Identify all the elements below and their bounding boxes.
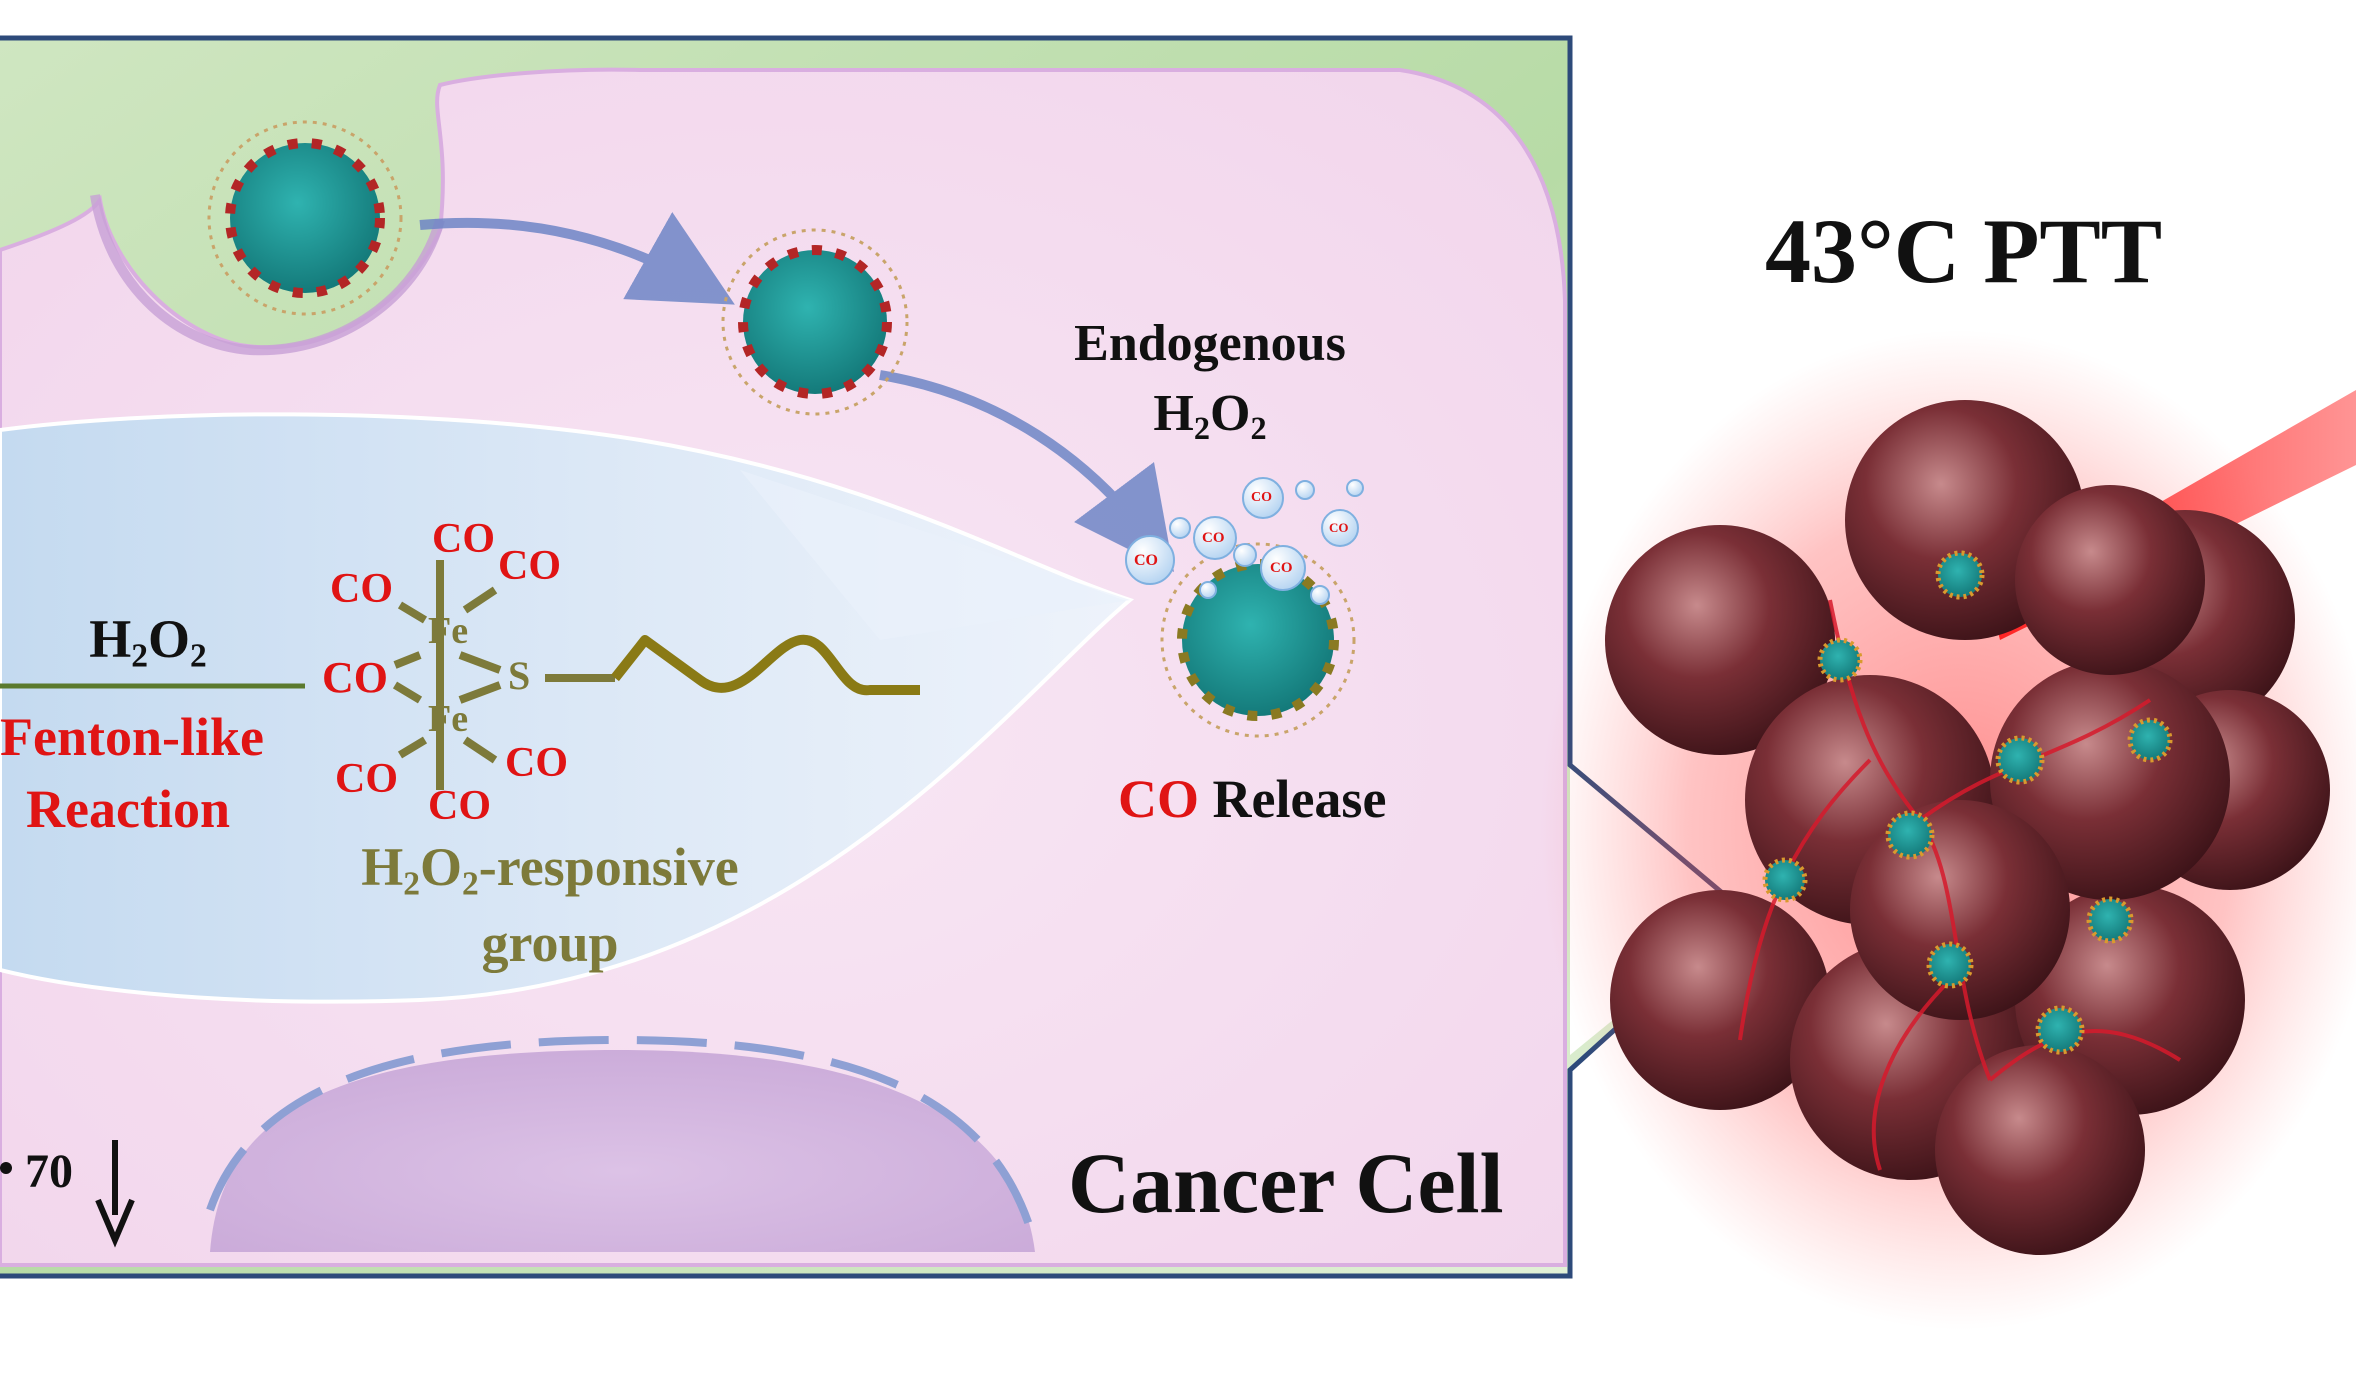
tumor-nanoparticles (1762, 550, 2173, 1055)
co-ligand-bottom: CO (428, 783, 491, 829)
co-ligand-lower-left: CO (335, 756, 398, 802)
formula-sub: 2 (462, 865, 479, 903)
reaction-h2o2-formula: H2O2 (89, 612, 207, 673)
endogenous-label: Endogenous (1074, 315, 1346, 372)
responsive-group-label: group (481, 913, 619, 973)
zoom-cone (740, 470, 1130, 640)
bubble-co-2: CO (1202, 530, 1225, 546)
responsive-group-formula: H2O2-responsive (361, 840, 739, 901)
formula-sub: 2 (1193, 410, 1210, 447)
fe-atom-top: Fe (428, 610, 469, 652)
ptt-title: 43°C PTT (1765, 200, 2163, 302)
cancer-cell-label: Cancer Cell (1068, 1135, 1504, 1231)
formula-h: H (1153, 385, 1194, 442)
bubble-co-5: CO (1329, 520, 1349, 535)
arrow-release (879, 370, 1175, 572)
formula-h: H (89, 609, 132, 669)
formula-sub: 2 (403, 865, 420, 903)
bubble-co-3: CO (1251, 490, 1272, 505)
formula-sub: 2 (190, 637, 207, 675)
co-ligand-top-left: CO (432, 516, 495, 562)
fe-carbonyl-bonds (392, 560, 615, 790)
co-release-word: Release (1199, 769, 1387, 829)
sulfur-atom: S (508, 653, 531, 698)
endocytosis-pocket (90, 194, 445, 356)
bubble-co-1: CO (1134, 552, 1158, 569)
endogenous-h2o2-formula: H2O2 (1153, 385, 1267, 447)
co-release-co: CO (1118, 769, 1199, 829)
co-release-label: CO Release (1118, 772, 1386, 826)
formula-sub: 2 (1250, 410, 1267, 447)
nuclear-envelope (206, 1035, 1039, 1247)
bubble-co-4: CO (1270, 560, 1293, 576)
formula-o: O (148, 609, 191, 669)
co-ligand-lower-right: CO (505, 740, 568, 786)
reaction-label: Reaction (26, 779, 230, 839)
co-ligand-middle-left: CO (322, 653, 388, 702)
side-bullet (0, 1162, 12, 1174)
formula-o: O (419, 837, 463, 897)
alkyl-chain (611, 634, 920, 696)
co-bubbles (1125, 477, 1364, 605)
formula-o: O (1210, 385, 1251, 442)
side-value-label: 70 (25, 1145, 73, 1198)
fe-atom-bottom: Fe (428, 698, 469, 740)
fenton-like-label: Fenton-like (0, 707, 264, 767)
formula-suffix: -responsive (478, 837, 739, 897)
formula-sub: 2 (131, 637, 148, 675)
arrow-internalize (419, 212, 735, 305)
nanoparticle-released (1160, 542, 1356, 738)
nanoparticle-entering (207, 120, 403, 316)
co-ligand-top-right: CO (498, 543, 561, 589)
down-arrow (95, 1140, 135, 1248)
co-ligand-upper-left: CO (330, 566, 393, 612)
nanoparticle-internalized (721, 228, 909, 416)
nucleus (210, 1050, 1035, 1252)
formula-h: H (361, 837, 404, 897)
